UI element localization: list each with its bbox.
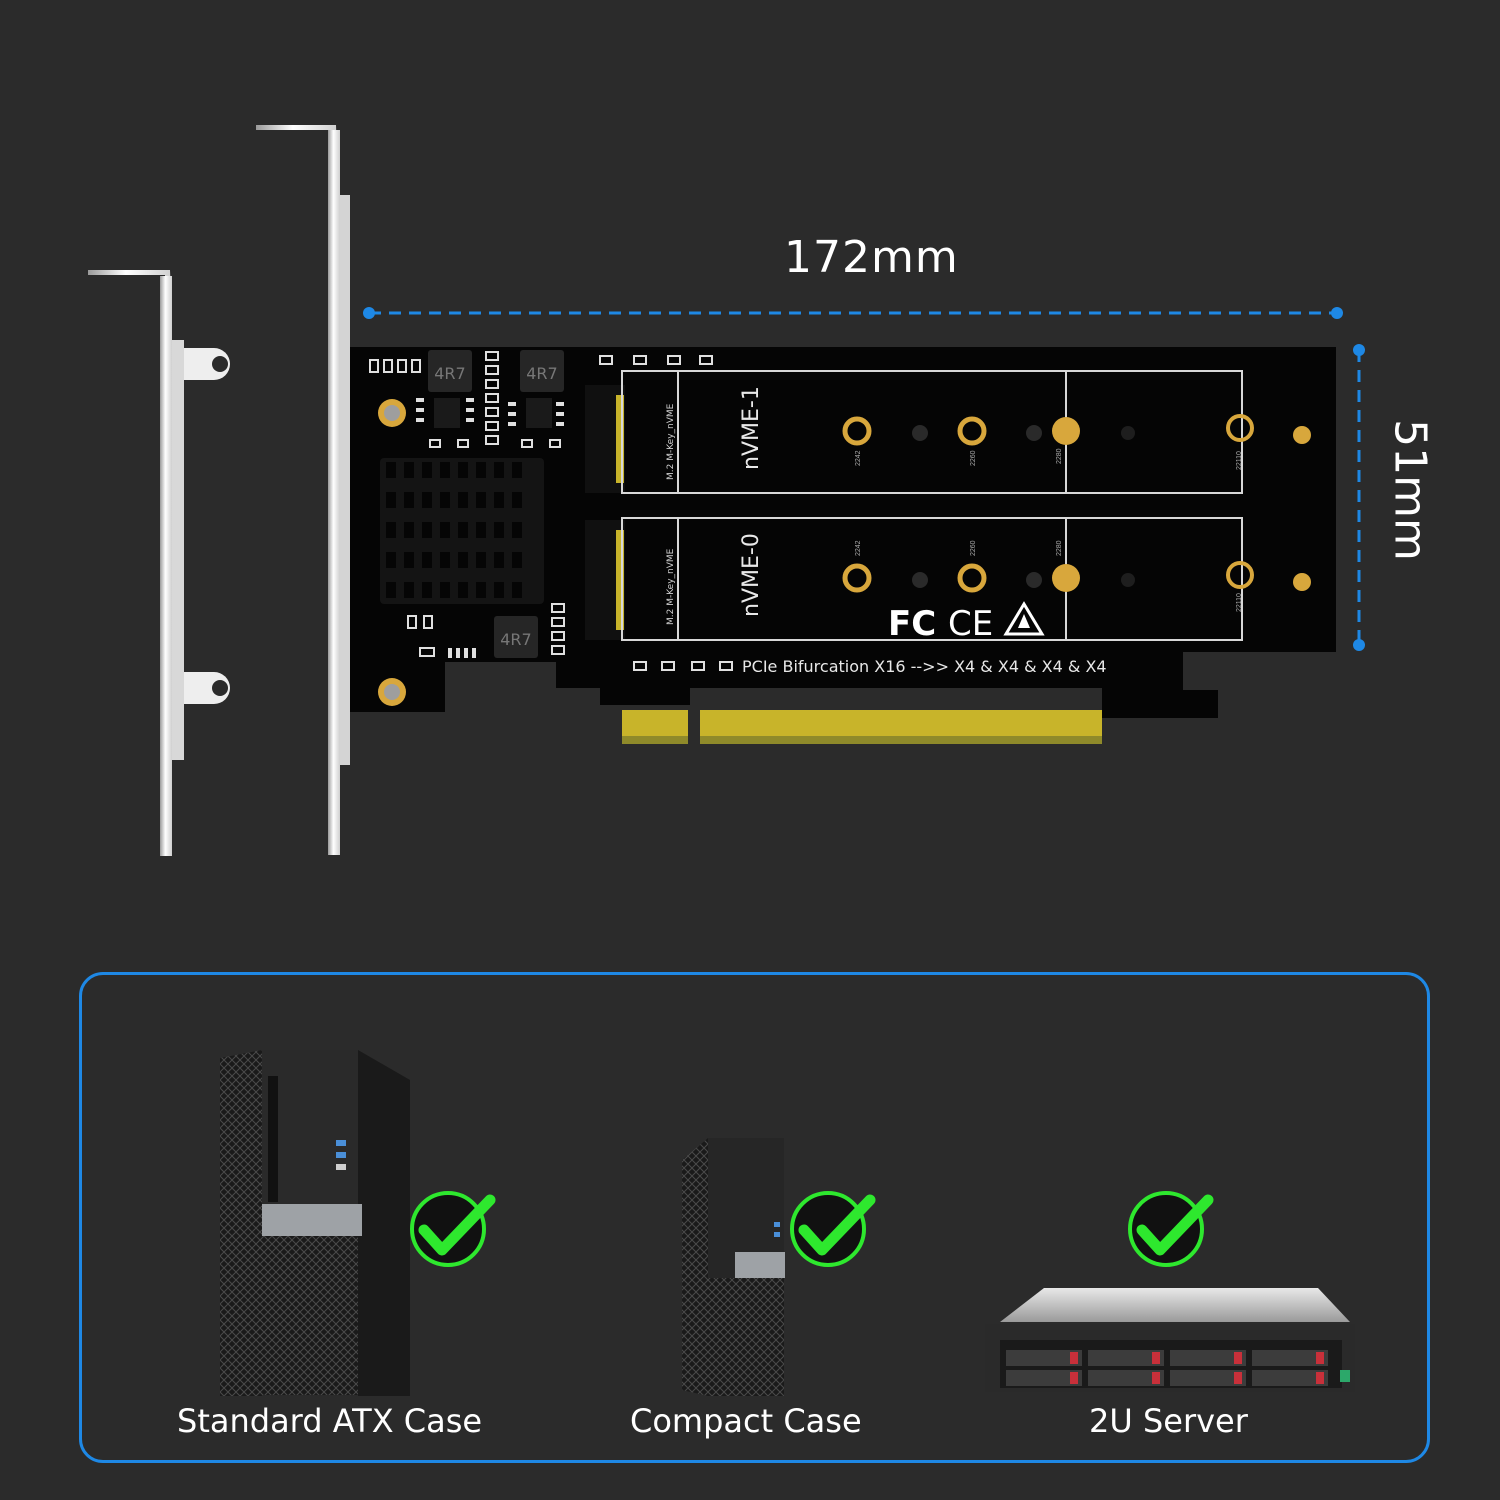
ce-mark: CE	[948, 604, 993, 644]
height-dimension-label: 51mm	[1384, 419, 1436, 561]
svg-text:2242: 2242	[855, 450, 862, 466]
2u-server-image	[985, 1288, 1355, 1392]
svg-text:22110: 22110	[1236, 451, 1243, 470]
2u-server-label: 2U Server	[1089, 1402, 1248, 1440]
ic-chip	[416, 398, 564, 658]
svg-text:4R7: 4R7	[500, 630, 531, 649]
compact-case-label: Compact Case	[630, 1402, 862, 1440]
svg-text:22110: 22110	[1236, 593, 1243, 612]
inductor: 4R7	[494, 616, 538, 658]
check-icon	[790, 1191, 876, 1267]
smd-components	[369, 351, 733, 671]
svg-text:2242: 2242	[855, 540, 862, 556]
svg-text:2280: 2280	[1056, 540, 1063, 556]
m2-slot-nvme-1: M.2 M-Key_nVME nVME-1 2242 2260 2280 221…	[585, 370, 1311, 494]
width-dimension-label: 172mm	[784, 232, 959, 283]
svg-text:2260: 2260	[970, 450, 977, 466]
svg-text:4R7: 4R7	[434, 364, 465, 383]
gold-edge-connector	[622, 710, 1102, 744]
low-profile-bracket	[88, 270, 230, 856]
compatibility-panel	[79, 972, 1430, 1463]
connector-marking: M.2 M-Key_nVME	[666, 403, 676, 480]
fcc-mark: FC	[888, 604, 936, 644]
slot-label-nvme-1: nVME-1	[739, 386, 764, 470]
svg-text:2260: 2260	[970, 540, 977, 556]
standard-atx-case-image	[220, 1050, 410, 1396]
check-icon	[1128, 1191, 1214, 1267]
inductor: 4R7	[520, 350, 564, 392]
height-dimension-line	[1353, 344, 1365, 651]
bifurcation-marking: PCIe Bifurcation X16 -->> X4 & X4 & X4 &…	[742, 657, 1107, 676]
compact-case-image	[682, 1138, 785, 1396]
svg-text:2280: 2280	[1056, 448, 1063, 464]
heatsink	[380, 458, 544, 604]
check-icon	[410, 1191, 496, 1267]
svg-text:4R7: 4R7	[526, 364, 557, 383]
certification-marks: FC CE	[888, 601, 1045, 644]
pcie-adapter-card: 4R7 4R7 4R7	[350, 347, 1336, 744]
slot-label-nvme-0: nVME-0	[739, 533, 764, 617]
full-height-bracket	[256, 125, 350, 855]
width-dimension-line	[363, 307, 1343, 319]
mounting-hole	[378, 399, 406, 706]
m2-slot-nvme-0: M.2 M-Key_nVME nVME-0 2242 2260 2280 221…	[585, 517, 1311, 641]
inductor: 4R7	[428, 350, 472, 392]
esd-warning-icon	[1003, 601, 1045, 636]
connector-marking: M.2 M-Key_nVME	[666, 548, 676, 625]
standard-atx-case-label: Standard ATX Case	[177, 1402, 483, 1440]
